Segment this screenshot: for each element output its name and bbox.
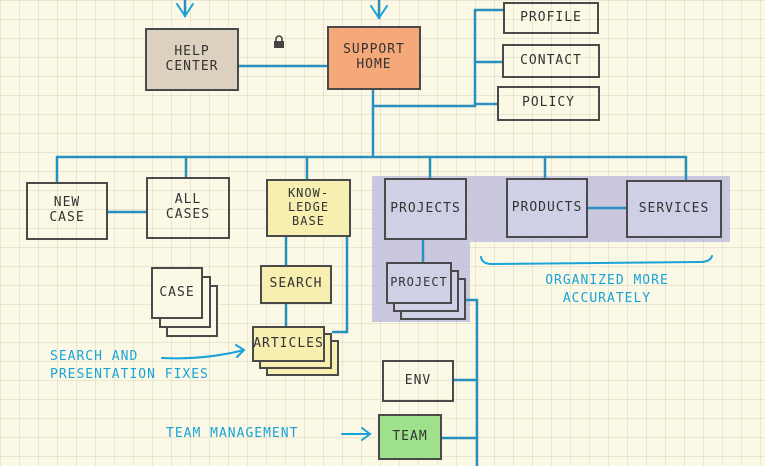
lock-icon [272,34,286,53]
project-node[interactable]: PROJECT [386,262,452,304]
contact-node[interactable]: CONTACT [502,44,600,78]
articles-node[interactable]: ARTICLES [252,326,325,362]
case-node[interactable]: CASE [151,267,203,319]
search-node[interactable]: SEARCH [260,265,332,304]
policy-node[interactable]: POLICY [497,86,600,121]
knowledge-base-node[interactable]: KNOW- LEDGE BASE [266,179,351,237]
new-case-node[interactable]: NEW CASE [26,182,108,240]
services-node[interactable]: SERVICES [626,180,722,238]
support-home-node[interactable]: SUPPORT HOME [327,26,421,90]
all-cases-node[interactable]: ALL CASES [146,177,230,239]
organized-annotation: ORGANIZED MORE ACCURATELY [545,273,669,306]
search-fixes-annotation: SEARCH AND PRESENTATION FIXES [50,349,209,382]
projects-node[interactable]: PROJECTS [384,178,467,240]
products-node[interactable]: PRODUCTS [506,178,588,238]
help-center-node[interactable]: HELP CENTER [145,28,239,91]
env-node[interactable]: ENV [382,360,454,402]
team-management-annotation: TEAM MANAGEMENT [166,426,299,441]
profile-node[interactable]: PROFILE [503,2,599,34]
team-node[interactable]: TEAM [378,414,442,460]
